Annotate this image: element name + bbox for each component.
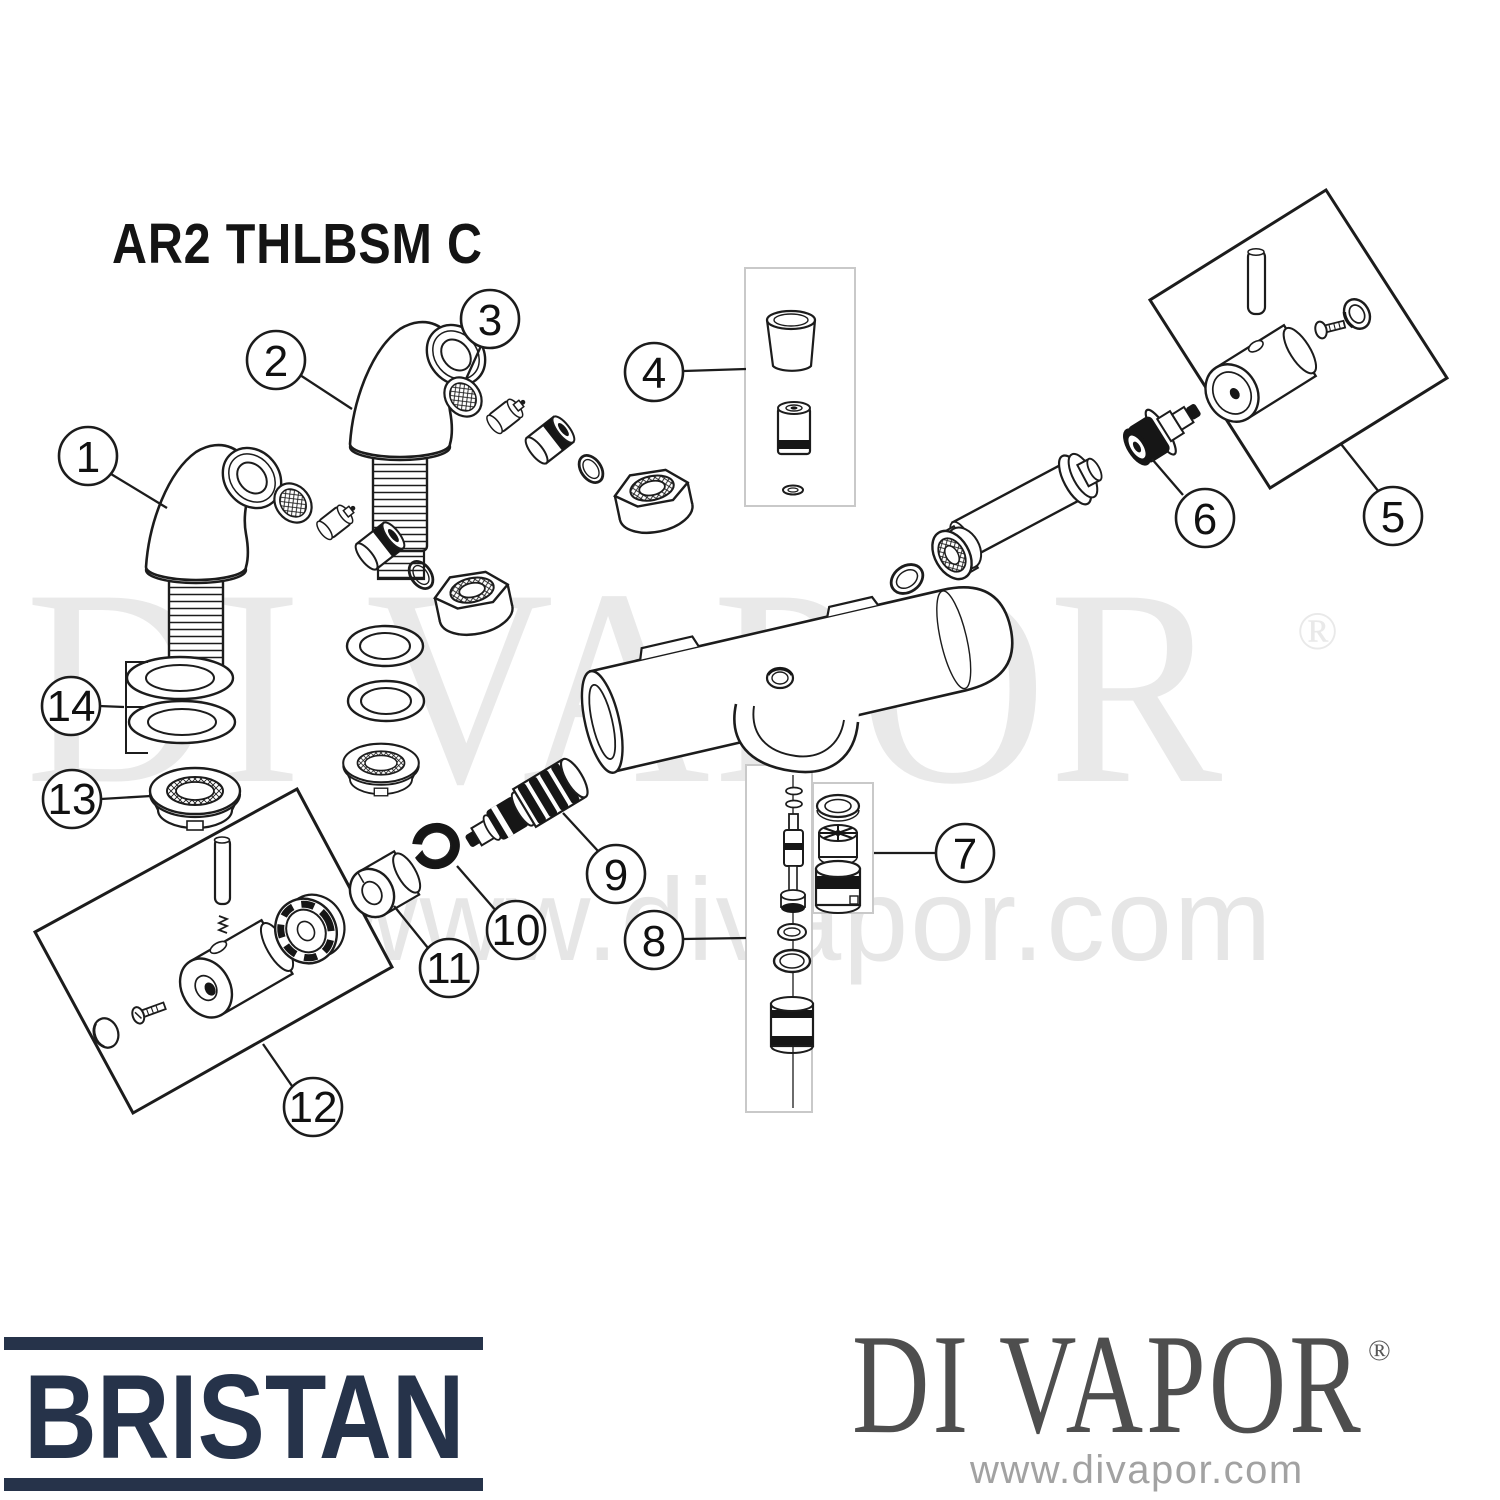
part-14-bracket (125, 661, 148, 754)
svg-text:9: 9 (604, 851, 628, 900)
leader-4 (683, 367, 747, 373)
callout-9: 9 (585, 843, 647, 905)
part-12-handle-assembly (92, 836, 346, 1049)
callout-11: 11 (418, 937, 480, 999)
divapor-wordmark: DI VAPOR (852, 1305, 1364, 1463)
part-5-handle-assembly (1204, 248, 1372, 423)
leader-1 (110, 473, 168, 509)
part-13-flanged-nut (148, 766, 242, 832)
divapor-url: www.divapor.com (970, 1448, 1304, 1492)
leader-14 (98, 704, 125, 709)
part-10-lock-ring (407, 822, 460, 870)
leader-3 (464, 345, 483, 380)
svg-text:13: 13 (48, 775, 97, 824)
svg-text:6: 6 (1193, 495, 1217, 544)
leader-6 (1151, 458, 1184, 496)
hex-nut-right (610, 462, 698, 541)
part-7-aerator-assembly (814, 793, 862, 914)
mixer-body (580, 586, 1014, 774)
svg-text:8: 8 (642, 917, 666, 966)
callout-10: 10 (485, 899, 547, 961)
callout-7: 7 (934, 822, 996, 884)
svg-text:12: 12 (289, 1083, 338, 1132)
callout-6: 6 (1174, 487, 1236, 549)
callout-3: 3 (459, 288, 521, 350)
diagram-title: AR2 THLBSM C (112, 212, 483, 276)
svg-text:14: 14 (47, 682, 96, 731)
callout-4: 4 (623, 341, 685, 403)
washers-middle (345, 624, 426, 723)
svg-text:1: 1 (76, 433, 100, 482)
part-1-shower-union-left (144, 434, 295, 676)
svg-text:2: 2 (264, 337, 288, 386)
leader-5 (1340, 443, 1380, 493)
callout-2: 2 (245, 329, 307, 391)
callout-1: 1 (57, 425, 119, 487)
leader-9 (562, 812, 599, 852)
leader-8 (682, 936, 747, 941)
part-4-cap-kit (765, 309, 817, 496)
callout-leader-lines (98, 345, 1380, 1087)
body-oring (889, 563, 925, 595)
callout-8: 8 (623, 909, 685, 971)
callout-5: 5 (1362, 485, 1424, 547)
part-14-washers (125, 655, 237, 745)
bristan-wordmark: BRISTAN (24, 1350, 465, 1484)
svg-text:4: 4 (642, 349, 666, 398)
part-3-filter-fittings-right (435, 368, 610, 489)
part-11-spacer-bushing (348, 849, 422, 919)
mixer-spout (733, 666, 860, 774)
hex-nut-left (430, 564, 518, 643)
divapor-registered-mark: ® (1368, 1334, 1391, 1367)
bristan-bar-bottom (4, 1478, 483, 1491)
bristan-bar-top (4, 1337, 483, 1350)
part-4-kit-box (744, 267, 856, 507)
leader-11 (393, 905, 429, 949)
callout-13: 13 (41, 768, 103, 830)
svg-text:5: 5 (1381, 493, 1405, 542)
leader-12 (262, 1043, 293, 1087)
handle-grub-screw (1314, 319, 1347, 340)
outlet-bushing (931, 524, 983, 581)
callout-14: 14 (40, 675, 102, 737)
flanged-nut-middle (342, 742, 420, 797)
callout-12: 12 (282, 1076, 344, 1138)
svg-text:3: 3 (478, 296, 502, 345)
leader-10 (456, 865, 498, 913)
handle-cap-ring (1342, 298, 1372, 330)
part-8-diverter-assembly (769, 775, 815, 1108)
svg-text:7: 7 (953, 830, 977, 879)
leader-13 (100, 794, 152, 801)
watermark-registered-mark: ® (1297, 601, 1339, 661)
part-9-thermostatic-cartridge (465, 757, 589, 847)
svg-text:10: 10 (492, 906, 541, 955)
svg-text:11: 11 (426, 944, 472, 993)
leader-2 (299, 374, 353, 410)
part-6-check-cartridge (1123, 404, 1201, 466)
